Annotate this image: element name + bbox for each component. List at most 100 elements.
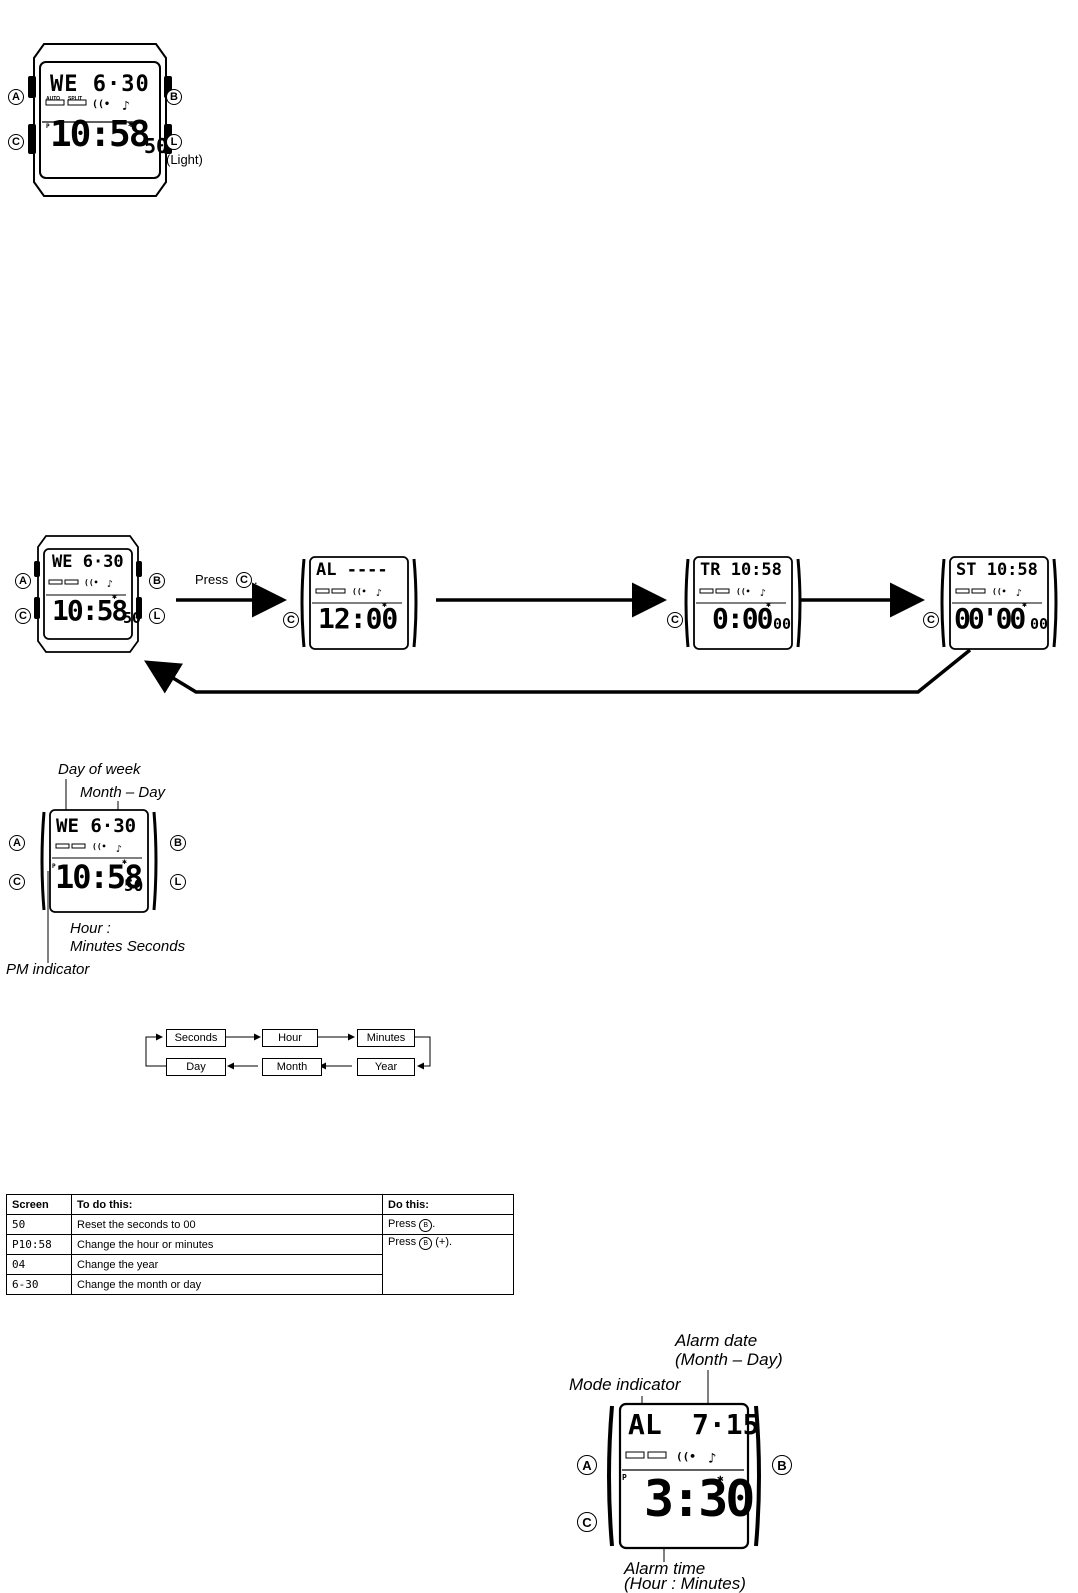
svg-text:((•: ((• — [84, 578, 98, 587]
label-pm-indicator: PM indicator — [6, 961, 90, 978]
cycle-button-c[interactable]: C — [15, 608, 31, 624]
svg-text:✱: ✱ — [112, 592, 117, 601]
svg-text:✱: ✱ — [128, 119, 134, 130]
cycle-timer-seconds: 00 — [773, 615, 792, 633]
time-watch-icon: ((• ♪ ✱ P — [40, 809, 158, 913]
alarm-date-display: 7·15 — [692, 1408, 760, 1441]
label-alarm-time: Alarm time — [624, 1559, 706, 1578]
button-b[interactable]: B — [166, 89, 182, 105]
stopwatch-button-c[interactable]: C — [923, 612, 939, 628]
label-alarm-date-sub: (Month – Day) — [675, 1350, 783, 1369]
seq-minutes: Minutes — [357, 1029, 415, 1047]
cycle-time-upper: WE 6·30 — [52, 552, 124, 572]
alarm-detail-button-b[interactable]: B — [772, 1455, 792, 1475]
detail-button-a[interactable]: A — [9, 835, 25, 851]
timer-button-c[interactable]: C — [667, 612, 683, 628]
press-period: . — [254, 572, 258, 587]
label-minutes-seconds: Minutes Seconds — [70, 938, 186, 955]
svg-text:♪: ♪ — [1016, 588, 1022, 599]
watch-upper-display: WE 6·30 — [50, 72, 150, 97]
cycle-time-seconds: 50 — [123, 609, 142, 627]
svg-text:♪: ♪ — [107, 579, 113, 590]
cycle-button-a[interactable]: A — [15, 573, 31, 589]
header-to-do: To do this: — [71, 1194, 383, 1215]
alarm-detail-button-c[interactable]: C — [577, 1512, 597, 1532]
svg-text:✱: ✱ — [122, 857, 127, 866]
table-row: 50 Reset the seconds to 00 Press B. — [6, 1214, 514, 1235]
svg-text:♪: ♪ — [708, 1451, 716, 1467]
press-label: Press — [195, 572, 229, 587]
alarm-time-display: 3:30 — [644, 1470, 755, 1528]
watch-lower-seconds: 50 — [144, 134, 169, 158]
alarm-watch-detail-icon: ((• ♪ ✱ P — [607, 1402, 761, 1550]
svg-text:♪: ♪ — [376, 588, 382, 599]
detail-button-l[interactable]: L — [170, 874, 186, 890]
seq-day: Day — [166, 1058, 226, 1076]
alarm-button-c[interactable]: C — [283, 612, 299, 628]
row-screen: 50 — [6, 1214, 72, 1235]
cycle-timer-upper: TR 10:58 — [700, 560, 782, 580]
label-mode-indicator: Mode indicator — [569, 1375, 681, 1394]
watch-lower-time: 10:58 — [50, 114, 150, 155]
time-lower-display: 10:58 — [55, 858, 143, 896]
row-do: Press B (+). — [382, 1234, 514, 1295]
row-do-text: Press — [388, 1236, 417, 1248]
cycle-alarm-lower: 12:00 — [318, 602, 398, 635]
svg-text:P: P — [52, 863, 56, 870]
row-action: Change the hour or minutes — [71, 1234, 383, 1255]
row-screen: P10:58 — [6, 1234, 72, 1255]
row-do-tail: . — [432, 1217, 436, 1230]
label-hour: Hour : — [70, 920, 111, 937]
label-month-day: Month – Day — [80, 784, 166, 801]
cycle-time-lower: 10:58 — [52, 594, 128, 627]
row-screen: 6-30 — [6, 1274, 72, 1295]
seq-year: Year — [357, 1058, 415, 1076]
alarm-detail-button-a[interactable]: A — [577, 1455, 597, 1475]
label-alarm-time-sub: (Hour : Minutes) — [624, 1574, 746, 1593]
stopwatch-watch-icon: ((• ♪ ✱ — [940, 556, 1058, 650]
cycle-button-b[interactable]: B — [149, 573, 165, 589]
svg-text:✱: ✱ — [717, 1472, 724, 1485]
svg-text:((•: ((• — [92, 842, 106, 851]
split-indicator: SPLIT — [68, 96, 83, 102]
press-c-button-icon: C — [236, 572, 252, 588]
detail-button-c[interactable]: C — [9, 874, 25, 890]
button-c[interactable]: C — [8, 134, 24, 150]
svg-text:((•: ((• — [736, 587, 750, 596]
b-button-icon: B — [419, 1237, 433, 1250]
svg-text:✱: ✱ — [382, 600, 387, 609]
alarm-watch-icon: ((• ♪ ✱ — [300, 556, 418, 650]
row-action: Reset the seconds to 00 — [71, 1214, 383, 1235]
svg-text:♪: ♪ — [122, 99, 130, 114]
svg-text:((•: ((• — [352, 587, 366, 596]
label-day-of-week: Day of week — [58, 761, 141, 778]
row-do-tail: (+). — [435, 1236, 453, 1248]
svg-text:✱: ✱ — [1022, 600, 1027, 609]
seq-month: Month — [262, 1058, 322, 1076]
cycle-stopwatch-seconds: 00 — [1030, 615, 1049, 633]
light-label: (Light) — [166, 152, 203, 167]
svg-text:((•: ((• — [676, 1450, 696, 1463]
mode-cycle-arrows — [144, 582, 972, 694]
row-do-text: Press — [388, 1217, 417, 1230]
svg-text:((•: ((• — [92, 99, 110, 110]
auto-indicator: AUTO — [46, 96, 61, 102]
cycle-button-l[interactable]: L — [149, 608, 165, 624]
button-a[interactable]: A — [8, 89, 24, 105]
cycle-alarm-upper: AL ---- — [316, 560, 388, 580]
row-action: Change the year — [71, 1254, 383, 1275]
cycle-timer-lower: 0:00 — [712, 602, 773, 635]
button-l[interactable]: L — [166, 134, 182, 150]
svg-text:((•: ((• — [992, 587, 1006, 596]
svg-text:✱: ✱ — [766, 600, 771, 609]
cycle-stopwatch-lower: 00'00 — [954, 602, 1026, 635]
timekeeping-watch-icon: ((• ♪ ✱ — [34, 535, 142, 653]
time-seconds-display: 50 — [124, 876, 144, 895]
detail-button-b[interactable]: B — [170, 835, 186, 851]
settings-operations-table: Screen To do this: Do this: 50 Reset the… — [6, 1194, 514, 1295]
svg-text:P: P — [622, 1473, 627, 1482]
seq-hour: Hour — [262, 1029, 318, 1047]
alarm-mode-indicator: AL — [628, 1408, 662, 1441]
arrow-back-to-timekeeping — [144, 648, 972, 694]
table-header-row: Screen To do this: Do this: — [6, 1194, 514, 1215]
